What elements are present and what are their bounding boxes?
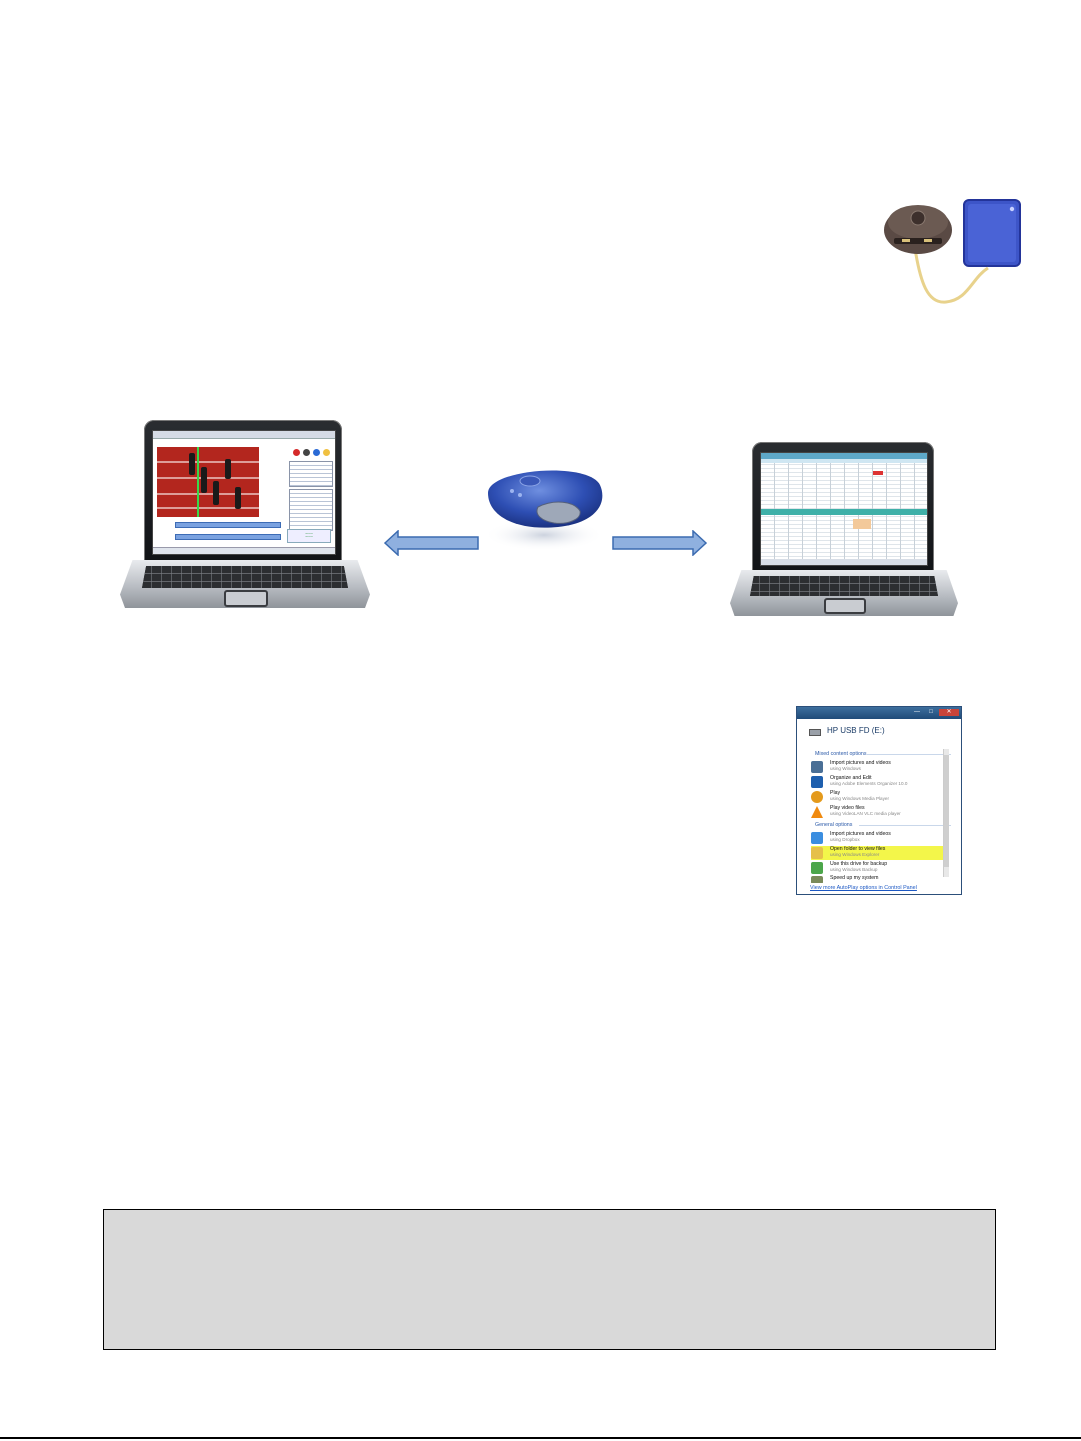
option-title: Organize and Edit bbox=[830, 775, 872, 781]
arrow-left-icon bbox=[384, 530, 479, 556]
note-box bbox=[103, 1209, 996, 1350]
wireless-hub-device bbox=[484, 470, 604, 551]
hub-with-usb-drive-photo bbox=[876, 192, 1026, 310]
option-import-pictures-windows[interactable]: Import pictures and videos using Windows bbox=[811, 760, 945, 774]
vlc-cone-icon bbox=[811, 806, 823, 818]
option-subtitle: using Windows Backup bbox=[830, 867, 878, 872]
finish-camera-screen: :::: bbox=[152, 430, 336, 555]
option-title: Speed up my system bbox=[830, 875, 879, 881]
option-title: Import pictures and videos bbox=[830, 760, 891, 766]
option-title: Play bbox=[830, 790, 841, 796]
media-player-icon bbox=[811, 791, 823, 803]
close-button[interactable]: ✕ bbox=[939, 709, 959, 716]
option-title: Use this drive for backup bbox=[830, 861, 888, 867]
finish-line-photo bbox=[157, 447, 259, 517]
page-bottom-rule bbox=[0, 1437, 1081, 1439]
organizer-icon bbox=[811, 776, 823, 788]
option-organize-edit[interactable]: Organize and Edit using Adobe Elements O… bbox=[811, 775, 945, 789]
option-subtitle: using VideoLAN VLC media player bbox=[830, 811, 901, 816]
option-use-drive-backup[interactable]: Use this drive for backup using Windows … bbox=[811, 861, 945, 875]
section-mixed-content: Mixed content options bbox=[815, 751, 867, 757]
arrow-right-icon bbox=[612, 530, 707, 556]
option-subtitle: using Windows bbox=[830, 766, 861, 771]
dialog-scrollbar[interactable] bbox=[943, 749, 949, 877]
readyboost-icon bbox=[811, 876, 823, 883]
dialog-titlebar: — □ ✕ bbox=[797, 707, 961, 719]
laptop-finish-camera-software: :::: bbox=[120, 420, 370, 610]
dropbox-icon bbox=[811, 832, 823, 844]
option-play[interactable]: Play using Windows Media Player bbox=[811, 790, 945, 804]
option-title: Open folder to view files bbox=[830, 846, 886, 852]
option-speed-up-system[interactable]: Speed up my system bbox=[811, 875, 945, 883]
option-play-video-files[interactable]: Play video files using VideoLAN VLC medi… bbox=[811, 805, 945, 819]
option-subtitle: using Windows Media Player bbox=[830, 796, 889, 801]
option-open-folder-highlighted[interactable]: Open folder to view files using Windows … bbox=[811, 846, 945, 860]
minimize-button[interactable]: — bbox=[914, 709, 920, 715]
option-title: Import pictures and videos bbox=[830, 831, 891, 837]
option-import-pictures-dropbox[interactable]: Import pictures and videos using Dropbox bbox=[811, 831, 945, 845]
backup-icon bbox=[811, 862, 823, 874]
folder-icon bbox=[811, 847, 823, 859]
option-subtitle: using Adobe Elements Organizer 10.0 bbox=[830, 781, 908, 786]
laptop-spreadsheet-software bbox=[730, 442, 958, 618]
option-title: Play video files bbox=[830, 805, 865, 811]
spreadsheet-screen bbox=[760, 452, 928, 566]
maximize-button[interactable]: □ bbox=[929, 709, 933, 715]
option-subtitle: using Windows Explorer bbox=[830, 852, 880, 857]
drive-label: HP USB FD (E:) bbox=[827, 726, 885, 735]
autoplay-dialog: — □ ✕ HP USB FD (E:) Mixed content optio… bbox=[796, 706, 962, 895]
section-general-options: General options bbox=[815, 822, 853, 828]
control-panel-link[interactable]: View more AutoPlay options in Control Pa… bbox=[810, 885, 917, 891]
import-photos-icon bbox=[811, 761, 823, 773]
option-subtitle: using Dropbox bbox=[830, 837, 860, 842]
usb-drive-icon bbox=[809, 729, 821, 736]
